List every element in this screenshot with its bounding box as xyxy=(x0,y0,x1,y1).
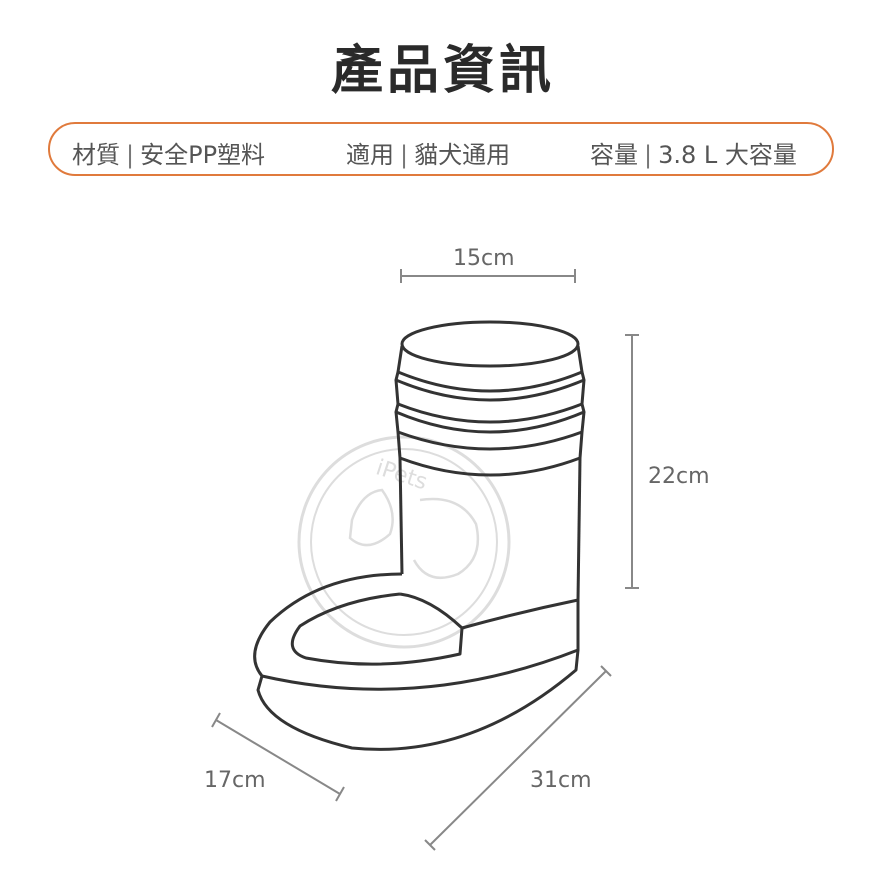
dim-line-length xyxy=(424,665,612,851)
spec-separator: | xyxy=(400,141,409,169)
dim-line-top-width xyxy=(400,269,576,283)
spec-suitable-value: 貓犬通用 xyxy=(414,141,511,169)
spec-bar: 材質|安全PP塑料 適用|貓犬通用 容量|3.8 L 大容量 xyxy=(48,122,834,176)
dim-label-length: 31cm xyxy=(530,768,592,793)
spec-separator: | xyxy=(126,141,135,169)
page-title: 產品資訊 xyxy=(330,41,555,101)
spec-suitable: 適用|貓犬通用 xyxy=(346,135,510,170)
spec-material-label: 材質 xyxy=(72,141,120,169)
spec-capacity: 容量|3.8 L 大容量 xyxy=(590,135,797,170)
spec-suitable-label: 適用 xyxy=(346,141,394,169)
spec-material-value: 安全PP塑料 xyxy=(140,141,266,169)
spec-capacity-value: 3.8 L 大容量 xyxy=(658,141,797,169)
dim-line-base-width xyxy=(211,712,345,802)
spec-capacity-label: 容量 xyxy=(590,141,638,169)
dim-line-height xyxy=(625,334,639,589)
spec-material: 材質|安全PP塑料 xyxy=(72,135,265,170)
spec-separator: | xyxy=(644,141,653,169)
dim-label-height: 22cm xyxy=(648,464,710,489)
feeder-illustration xyxy=(253,320,586,751)
watermark-seal: iPets xyxy=(297,435,511,649)
dim-label-base-width: 17cm xyxy=(204,768,266,793)
dim-label-top-width: 15cm xyxy=(453,246,515,271)
